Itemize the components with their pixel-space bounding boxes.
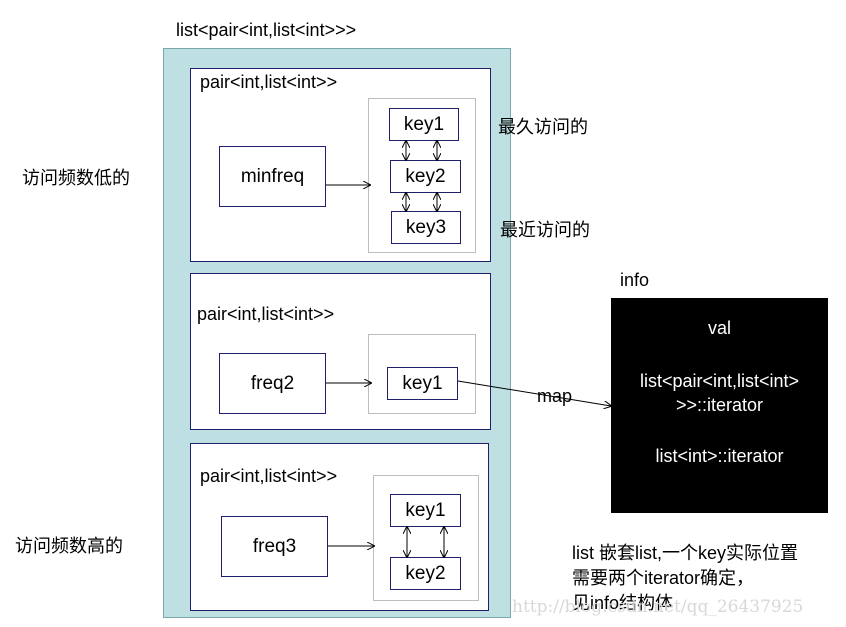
pair-3-key-node-2: key2 <box>390 557 461 590</box>
pair-3-key-node-1: key1 <box>390 494 461 527</box>
pair-1-key-node-2: key2 <box>390 160 461 193</box>
low-frequency-annotation: 访问频数低的 <box>22 168 130 188</box>
note-line-3: 见info结构体 <box>572 593 674 613</box>
pair-1-key-2-label: key2 <box>405 165 446 187</box>
high-frequency-annotation: 访问频数高的 <box>15 536 123 556</box>
info-title: info <box>620 270 650 290</box>
note-line-2: 需要两个iterator确定， <box>572 568 755 588</box>
pair-2-key-node-1: key1 <box>387 367 458 400</box>
pair-1-freq-label: minfreq <box>240 165 305 187</box>
most-recent-annotation: 最近访问的 <box>500 220 590 240</box>
pair-1-freq-node: minfreq <box>219 146 326 207</box>
pair-1-key-3-label: key3 <box>405 216 447 238</box>
pair-2-freq-node: freq2 <box>219 353 326 414</box>
info-iterator-2: list<int>::iterator <box>655 446 784 466</box>
pair-2-title: pair<int,list<int>> <box>197 304 335 324</box>
outer-list-title: list<pair<int,list<int>>> <box>176 20 357 40</box>
least-recent-annotation: 最久访问的 <box>498 117 588 137</box>
pair-3-key-1-label: key1 <box>405 499 446 521</box>
pair-1-key-node-3: key3 <box>391 211 461 244</box>
pair-3-freq-node: freq3 <box>221 516 328 577</box>
pair-3-freq-label: freq3 <box>252 535 297 557</box>
note-line-1: list 嵌套list,一个key实际位置 <box>572 543 799 563</box>
pair-3-title: pair<int,list<int>> <box>200 466 338 486</box>
info-struct-box: val list<pair<int,list<int> >>::iterator… <box>611 298 828 513</box>
info-iterator-1-line-2: >>::iterator <box>675 395 764 415</box>
pair-1-title: pair<int,list<int>> <box>200 72 338 92</box>
pair-1-key-node-1: key1 <box>389 108 459 141</box>
map-label: map <box>537 386 573 406</box>
pair-3-key-2-label: key2 <box>405 562 446 584</box>
info-val: val <box>707 318 731 338</box>
info-iterator-1-line-1: list<pair<int,list<int> <box>639 371 800 391</box>
pair-2-freq-label: freq2 <box>250 372 295 394</box>
pair-1-key-1-label: key1 <box>403 113 445 135</box>
pair-2-key-1-label: key1 <box>402 372 443 394</box>
watermark: http://blog.csdn.net/qq_26437925 <box>512 597 804 617</box>
